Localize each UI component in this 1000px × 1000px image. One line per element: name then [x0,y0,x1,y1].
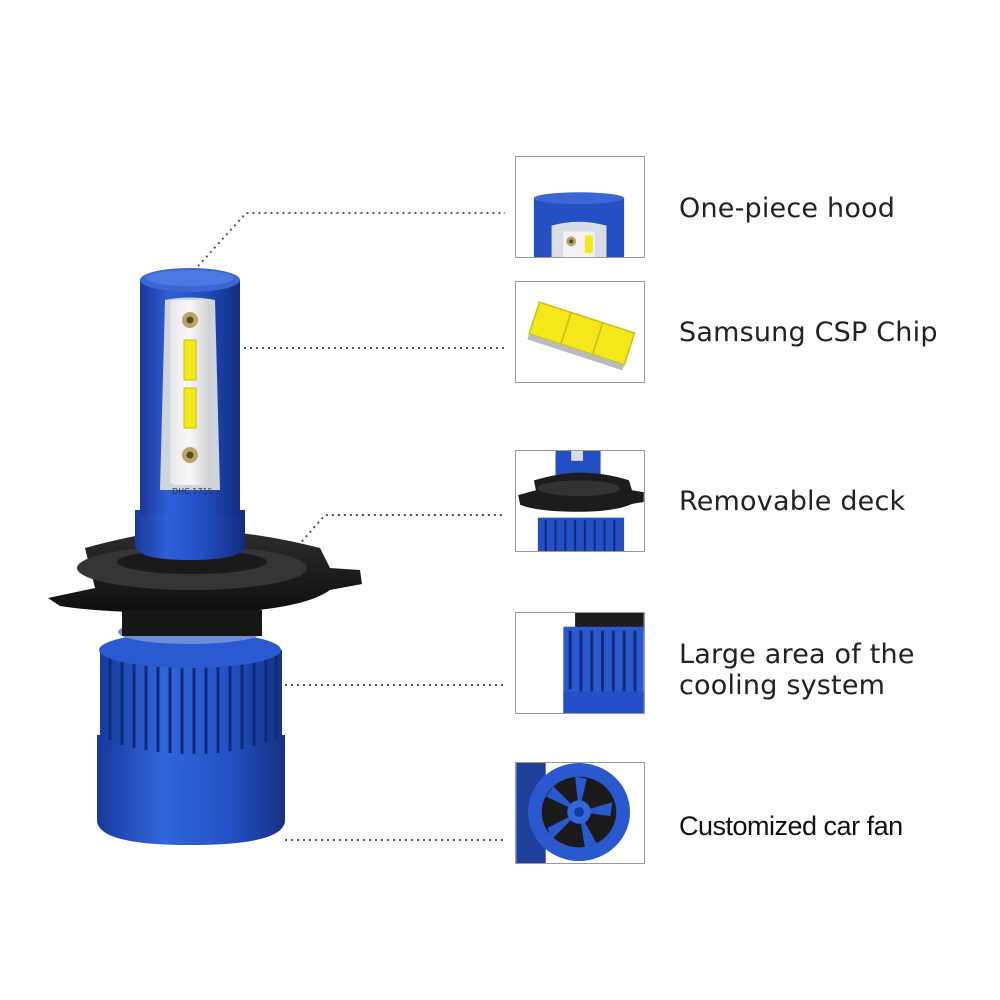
callout-line-hood [189,212,505,276]
one-piece-hood-thumbnail [515,156,645,258]
heat-sink [97,620,285,845]
cooling-fins-thumbnail [515,612,645,714]
bulb-print-text: DHC 1715 [172,487,213,496]
feature-label-hood: One-piece hood [679,193,896,224]
bulb-tube: DHC 1715 [135,268,245,560]
bulb-base [48,530,362,636]
callout-lines [189,212,505,841]
callout-line-deck [289,514,505,556]
feature-label-fan: Customized car fan [679,811,903,841]
csp-chip-thumbnail [515,281,645,383]
feature-label-deck: Removable deck [679,486,906,517]
feature-label-chip: Samsung CSP Chip [679,317,938,348]
feature-label-cooling-line1: Large area of the [679,639,915,670]
car-fan-thumbnail [515,762,645,864]
feature-label-cooling-line2: cooling system [679,670,886,701]
feature-label-cooling: Large area of the cooling system [679,639,979,701]
removable-deck-thumbnail [515,450,645,552]
